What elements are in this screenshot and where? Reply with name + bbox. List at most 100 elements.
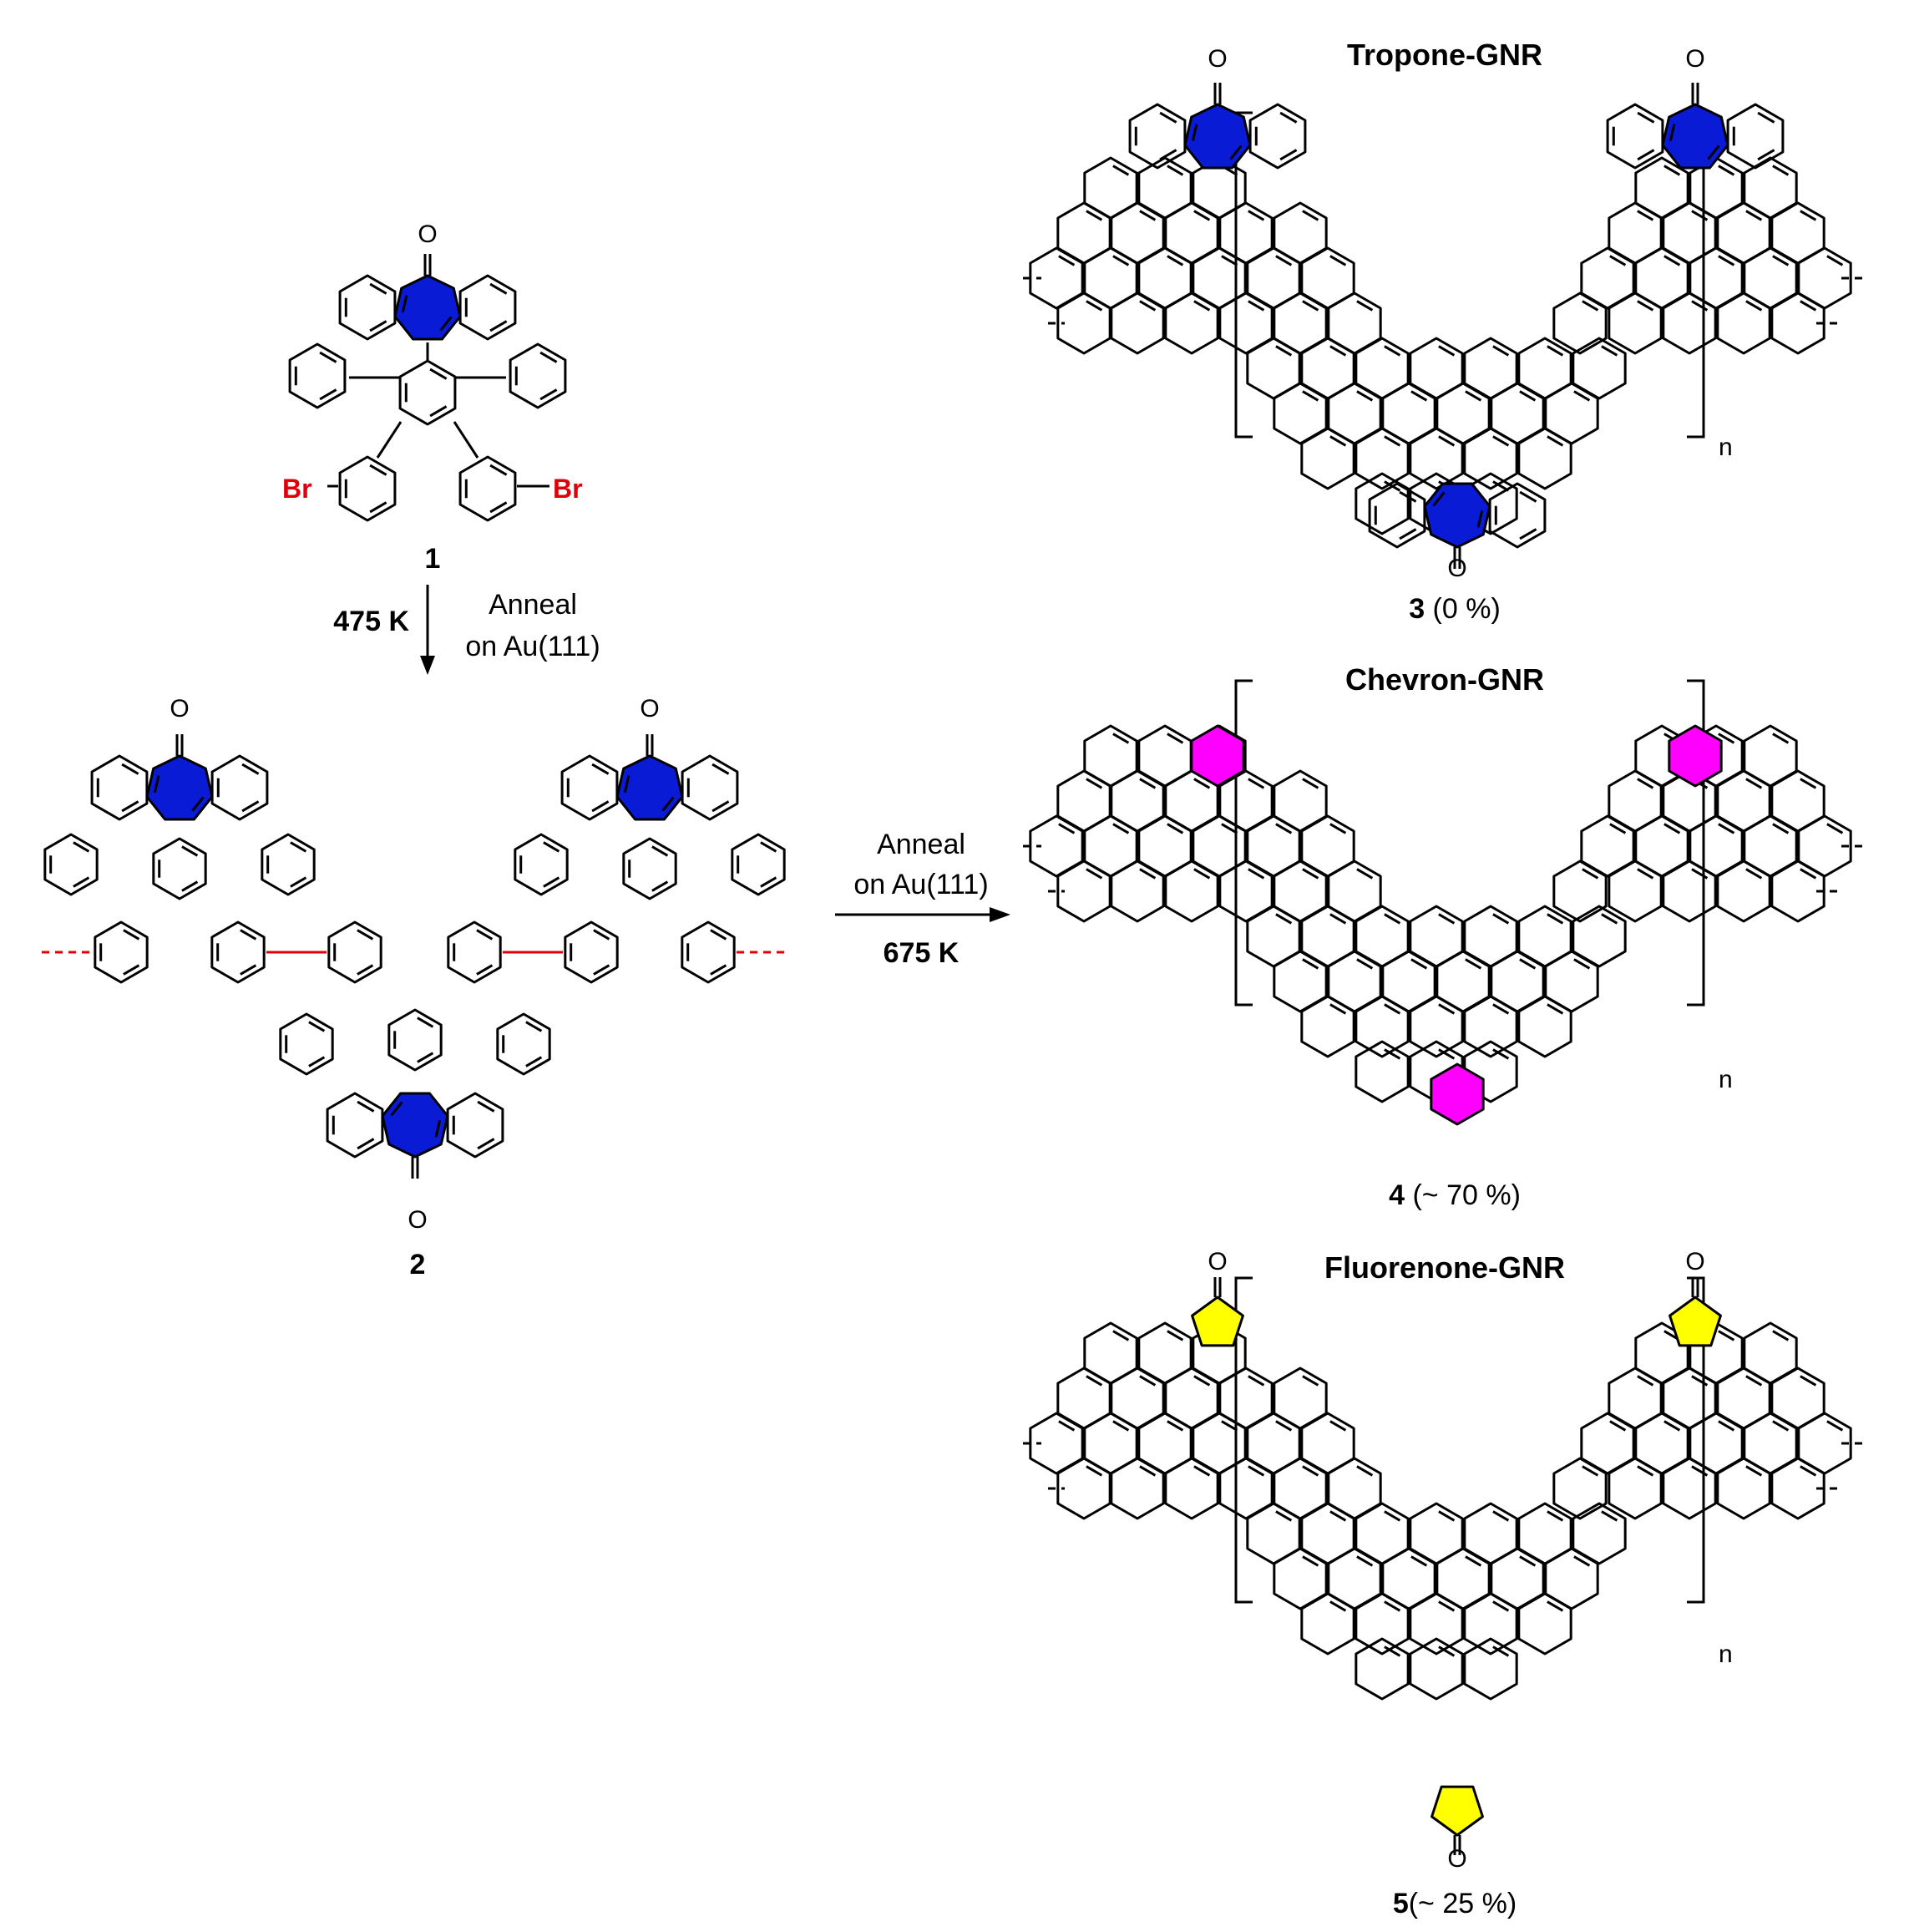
double-bond-line: [1601, 913, 1618, 925]
double-bond-line: [1356, 958, 1374, 970]
double-bond-line: [1438, 913, 1456, 925]
double-bond-line: [1757, 111, 1775, 124]
double-bond-line: [1384, 1645, 1401, 1657]
double-bond-line: [525, 1021, 543, 1032]
double-bond-line: [1058, 255, 1076, 266]
double-bond-line: [1356, 390, 1374, 402]
cyclopentadienone-ring: [1430, 1785, 1484, 1837]
double-bond-line: [417, 1052, 434, 1063]
double-bond-line: [1248, 778, 1265, 789]
double-bond-line: [1086, 1375, 1103, 1387]
double-bond-line: [1609, 1420, 1627, 1432]
step-1-condition-line-1: Anneal: [489, 589, 577, 621]
double-bond-line: [121, 763, 139, 775]
double-bond-line: [1492, 435, 1510, 447]
double-bond-line: [1279, 111, 1298, 124]
step-1-temperature: 475 K: [333, 606, 409, 637]
graphene-ring: [1608, 292, 1663, 355]
double-bond-line: [1384, 1003, 1401, 1015]
graphene-ring: [1110, 292, 1165, 355]
double-bond-line: [476, 964, 494, 976]
double-bond-line: [1399, 490, 1417, 503]
double-bond-line: [1167, 733, 1184, 744]
graphene-ring: [1716, 292, 1771, 355]
double-bond-line: [1718, 1420, 1735, 1432]
double-bond-line: [1519, 1555, 1537, 1567]
fluorenone-gnr-yield: (~ 25 %): [1409, 1888, 1517, 1919]
double-bond-line: [477, 1100, 495, 1113]
chevron-gnr-yield: (~ 70 %): [1405, 1179, 1521, 1211]
repeat-bracket-right: [1687, 1276, 1705, 1604]
tropone-ring: [615, 754, 684, 821]
double-bond-line: [1329, 1003, 1347, 1015]
double-bond-line: [1384, 1048, 1401, 1060]
tropone-gnr-structure: [1023, 83, 1862, 569]
double-bond-line: [1248, 300, 1265, 312]
benzo-ring: [338, 274, 397, 341]
double-bond-line: [369, 320, 387, 332]
double-bond-line: [1399, 528, 1417, 540]
graphene-ring: [1662, 1457, 1717, 1520]
double-bond-line: [1547, 1600, 1564, 1612]
double-bond-line: [477, 1138, 495, 1150]
arrow-step-1-head: [420, 656, 435, 675]
fluorenone-gnr-structure: [1023, 1276, 1862, 1855]
benzo-ring: [1606, 103, 1664, 170]
double-bond-line: [1410, 1555, 1428, 1567]
double-bond-line: [1745, 778, 1763, 789]
central-ring: [387, 1008, 443, 1072]
double-bond-line: [1800, 778, 1817, 789]
fluorenone-gnr-title: Fluorenone-GNR: [1324, 1250, 1565, 1285]
double-bond-line: [1609, 255, 1627, 266]
compound-2-oxygen-bottom: O: [408, 1206, 427, 1234]
benzene-ring: [1190, 724, 1245, 788]
double-bond-line: [308, 1056, 326, 1067]
double-bond-line: [1329, 255, 1347, 266]
double-bond-line: [1438, 345, 1456, 357]
tropone-gnr-title: Tropone-GNR: [1347, 38, 1542, 72]
double-bond-line: [1356, 300, 1374, 312]
tropone-ring: [381, 1092, 449, 1159]
double-bond-line: [1745, 1465, 1763, 1477]
double-bond-line: [651, 845, 669, 857]
graphene-ring: [1580, 1412, 1635, 1475]
double-bond-line: [1582, 300, 1599, 312]
compound-2-structure: [42, 734, 786, 1179]
graphene-ring: [1463, 1637, 1518, 1701]
double-bond-line: [1302, 778, 1319, 789]
double-bond-line: [1221, 823, 1238, 834]
phenyl-ring: [327, 920, 382, 984]
double-bond-line: [1637, 210, 1654, 221]
chevron-gnr-repeat-n: n: [1719, 1066, 1733, 1093]
graphene-ring: [1300, 427, 1355, 490]
tropone-gnr-yield: (0 %): [1425, 593, 1501, 625]
double-bond-line: [357, 929, 374, 941]
double-bond-line: [240, 929, 257, 941]
graphene-ring: [1273, 382, 1328, 445]
double-bond-line: [1465, 958, 1482, 970]
tropone-gnr-oxygen-bottom: O: [1447, 555, 1466, 582]
tropone-ring: [1661, 103, 1729, 170]
graphene-ring: [1572, 905, 1627, 968]
phenyl-ring: [94, 920, 149, 984]
double-bond-line: [1519, 390, 1537, 402]
double-bond-line: [1193, 1465, 1211, 1477]
double-bond-line: [401, 295, 408, 313]
double-bond-line: [1112, 255, 1130, 266]
chevron-gnr-structure: [1023, 679, 1862, 1126]
graphene-ring: [1164, 1457, 1219, 1520]
graphene-ring: [1517, 995, 1572, 1058]
double-bond-line: [1547, 913, 1564, 925]
double-bond-line: [1800, 1375, 1817, 1387]
double-bond-line: [1275, 823, 1293, 834]
double-bond-line: [308, 1021, 326, 1032]
phenyl-ring: [43, 833, 99, 896]
double-bond-line: [489, 464, 508, 476]
graphene-ring: [1164, 292, 1219, 355]
tropone-ring: [393, 274, 462, 341]
double-bond-line: [1384, 435, 1401, 447]
double-bond-line: [1492, 1048, 1510, 1060]
graphene-ring: [1409, 1637, 1464, 1701]
double-bond-line: [1329, 1600, 1347, 1612]
double-bond-line: [1582, 868, 1599, 880]
